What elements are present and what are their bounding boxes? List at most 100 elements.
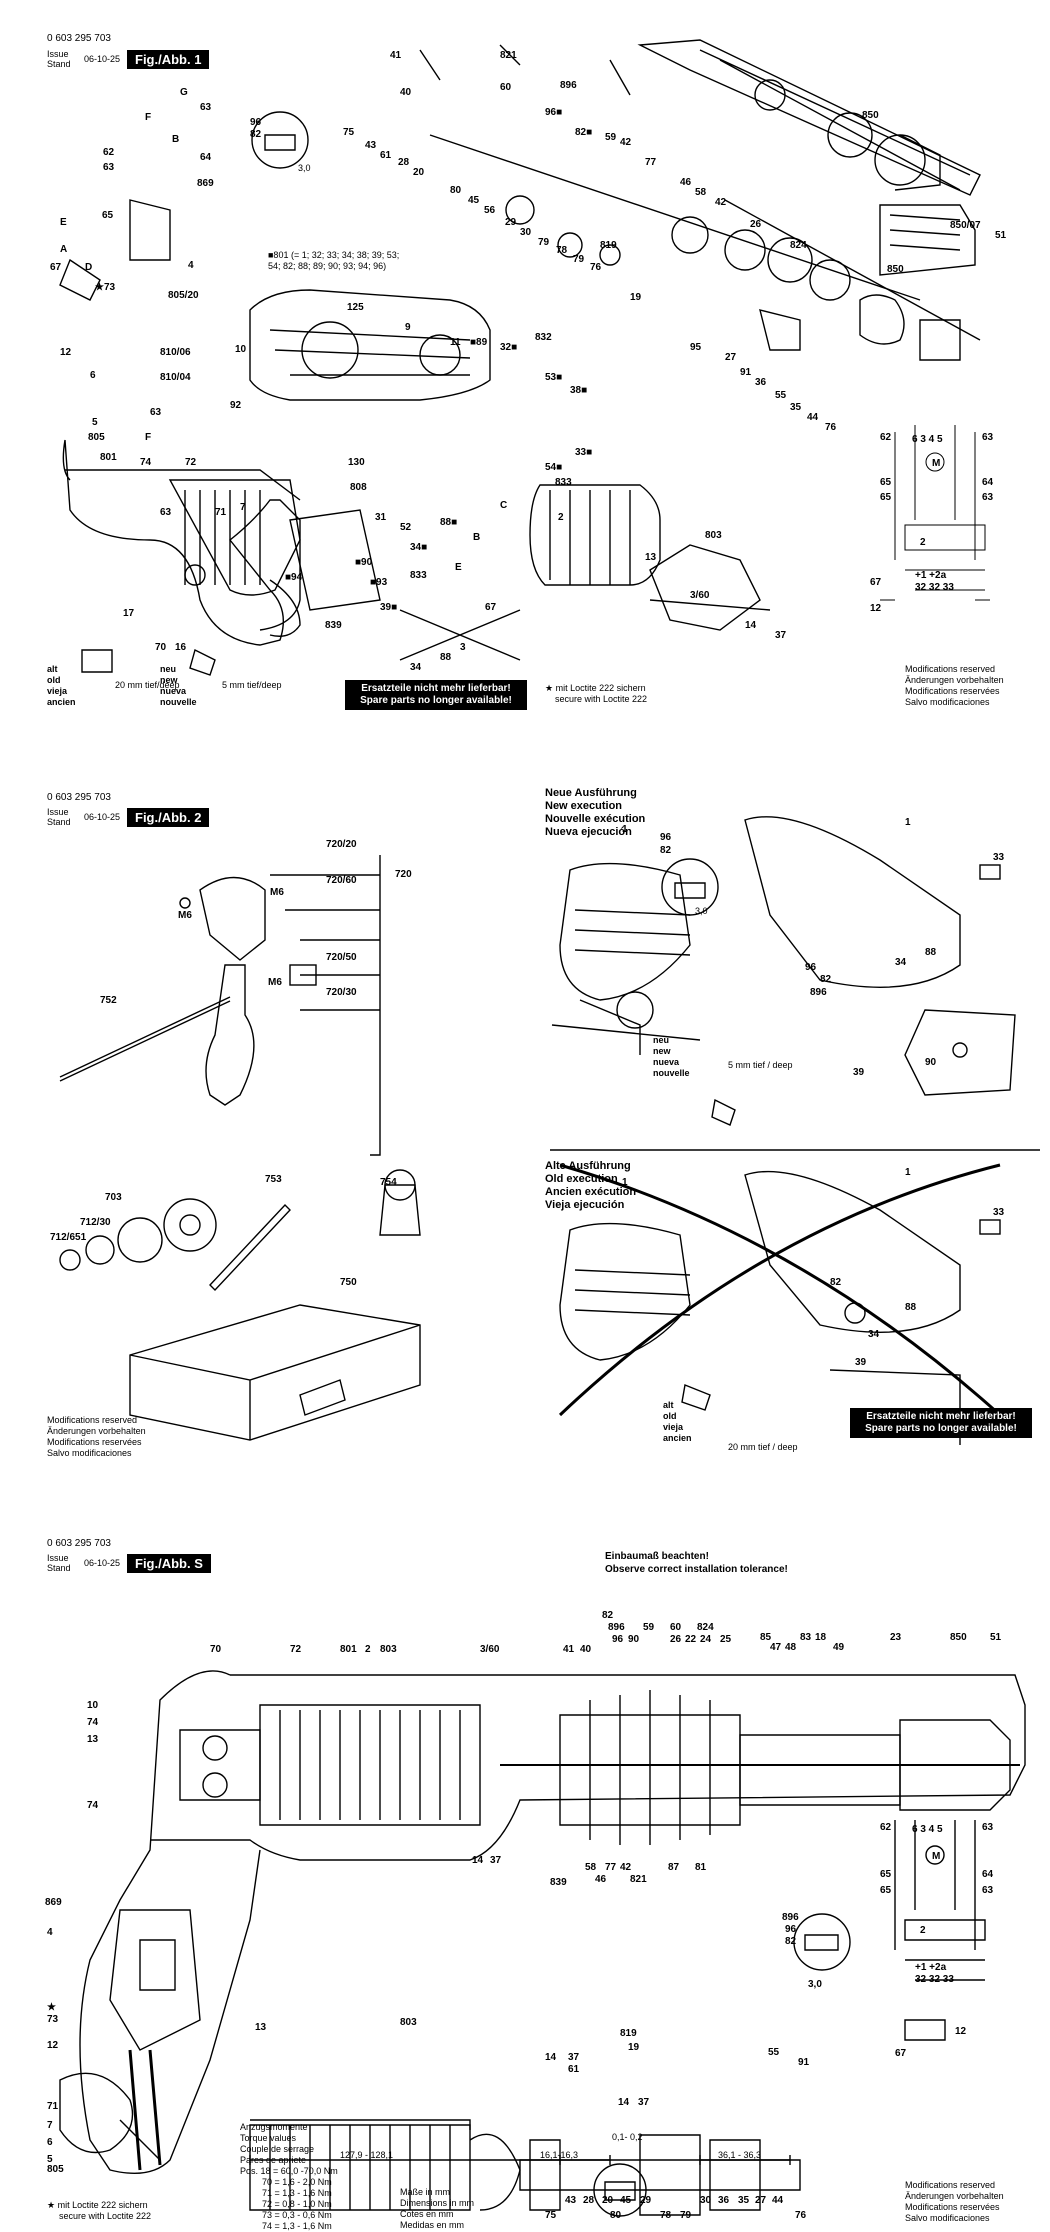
svg-text:803: 803	[705, 530, 722, 541]
svg-text:34■: 34■	[410, 542, 427, 553]
svg-text:E: E	[455, 562, 462, 573]
svg-text:752: 752	[100, 995, 117, 1006]
svg-text:52: 52	[400, 522, 412, 533]
svg-text:76: 76	[795, 2210, 807, 2221]
svg-text:78: 78	[556, 245, 568, 256]
svg-text:869: 869	[45, 1897, 62, 1908]
svg-text:91: 91	[798, 2057, 810, 2068]
svg-text:74: 74	[140, 457, 152, 468]
svg-text:26: 26	[750, 219, 762, 230]
svg-text:53■: 53■	[545, 372, 562, 383]
depth-old: 20 mm tief/deep	[115, 680, 180, 690]
svg-text:82: 82	[785, 1936, 797, 1947]
svg-text:88: 88	[440, 652, 452, 663]
svg-text:80: 80	[610, 2210, 622, 2221]
svg-text:D: D	[85, 262, 92, 273]
svg-text:14: 14	[618, 2097, 630, 2108]
svg-text:62: 62	[880, 1822, 892, 1833]
svg-text:65: 65	[880, 477, 892, 488]
svg-text:712/30: 712/30	[80, 1217, 111, 1228]
svg-text:1: 1	[622, 824, 628, 835]
issue-label-2: Issue	[47, 807, 69, 817]
svg-text:67: 67	[870, 577, 882, 588]
svg-text:14: 14	[745, 620, 757, 631]
svg-text:55: 55	[775, 390, 787, 401]
svg-text:67: 67	[50, 262, 62, 273]
svg-text:754: 754	[380, 1177, 397, 1188]
svg-text:43: 43	[565, 2195, 577, 2206]
svg-text:82: 82	[602, 1610, 614, 1621]
svg-text:824: 824	[697, 1622, 714, 1633]
svg-text:■90: ■90	[355, 557, 373, 568]
svg-text:33■: 33■	[575, 447, 592, 458]
svg-text:82: 82	[830, 1277, 842, 1288]
svg-text:850: 850	[887, 264, 904, 275]
svg-text:13: 13	[255, 2022, 267, 2033]
svg-text:59: 59	[605, 132, 617, 143]
svg-text:C: C	[500, 500, 507, 511]
stand-label: Stand	[47, 59, 71, 69]
svg-text:32 32 33: 32 32 33	[915, 582, 954, 593]
svg-text:74: 74	[87, 1800, 99, 1811]
svg-text:56: 56	[484, 205, 496, 216]
svg-text:33: 33	[993, 1207, 1005, 1218]
svg-text:F: F	[145, 112, 151, 123]
svg-text:2: 2	[920, 1925, 926, 1936]
svg-text:44: 44	[807, 412, 819, 423]
svg-text:850: 850	[950, 1632, 967, 1643]
svg-text:720/20: 720/20	[326, 839, 357, 850]
issue-date: 06-10-25	[84, 54, 121, 64]
torque-values: Anzugsmomente Torque values Couple de se…	[240, 2122, 338, 2231]
svg-text:78: 78	[660, 2210, 672, 2221]
svg-text:51: 51	[990, 1632, 1002, 1643]
svg-text:62: 62	[103, 147, 115, 158]
svg-text:34: 34	[868, 1329, 880, 1340]
svg-text:4: 4	[47, 1927, 53, 1938]
exploded-view-drawing-1: 41 821 60 896 96■ 82■ 59 42 77 46 58 42 …	[50, 39, 1007, 676]
svg-text:32■: 32■	[500, 342, 517, 353]
svg-text:4: 4	[188, 260, 194, 271]
depth-new: 5 mm tief/deep	[222, 680, 282, 690]
svg-text:23: 23	[890, 1632, 902, 1643]
svg-text:125: 125	[347, 302, 364, 313]
svg-text:31: 31	[375, 512, 387, 523]
dim-16: 16,1-16,3	[540, 2150, 579, 2160]
svg-text:70: 70	[155, 642, 167, 653]
issue-label: Issue	[47, 49, 69, 59]
svg-text:10: 10	[235, 344, 247, 355]
svg-text:24: 24	[700, 1634, 712, 1645]
svg-text:720/50: 720/50	[326, 952, 357, 963]
svg-text:803: 803	[380, 1644, 397, 1655]
svg-text:5: 5	[47, 2154, 53, 2165]
svg-text:25: 25	[720, 1634, 732, 1645]
svg-text:60: 60	[500, 82, 512, 93]
svg-text:■93: ■93	[370, 577, 388, 588]
svg-text:2: 2	[365, 1644, 371, 1655]
svg-text:35: 35	[738, 2195, 750, 2206]
svg-text:43: 43	[365, 140, 377, 151]
depth-old-2: 20 mm tief / deep	[728, 1442, 798, 1452]
svg-text:6: 6	[47, 2137, 53, 2148]
svg-text:+1 +2a: +1 +2a	[915, 1962, 947, 1973]
svg-text:13: 13	[87, 1734, 99, 1745]
svg-text:80: 80	[450, 185, 462, 196]
svg-text:1: 1	[622, 1177, 628, 1188]
svg-text:46: 46	[680, 177, 692, 188]
svg-text:29: 29	[640, 2195, 652, 2206]
svg-text:12: 12	[870, 603, 882, 614]
svg-text:819: 819	[620, 2028, 637, 2039]
dimension-3-0-b: 3,0	[695, 906, 708, 916]
issue-label-3: Issue	[47, 1553, 69, 1563]
svg-text:720: 720	[395, 869, 412, 880]
dim-127: 127,9 - 128,1	[340, 2150, 394, 2160]
svg-text:712/651: 712/651	[50, 1232, 87, 1243]
svg-text:M6: M6	[268, 977, 282, 988]
svg-text:59: 59	[643, 1622, 655, 1633]
svg-text:44: 44	[772, 2195, 784, 2206]
svg-text:75: 75	[545, 2210, 557, 2221]
document-number: 0 603 295 703	[47, 33, 111, 44]
